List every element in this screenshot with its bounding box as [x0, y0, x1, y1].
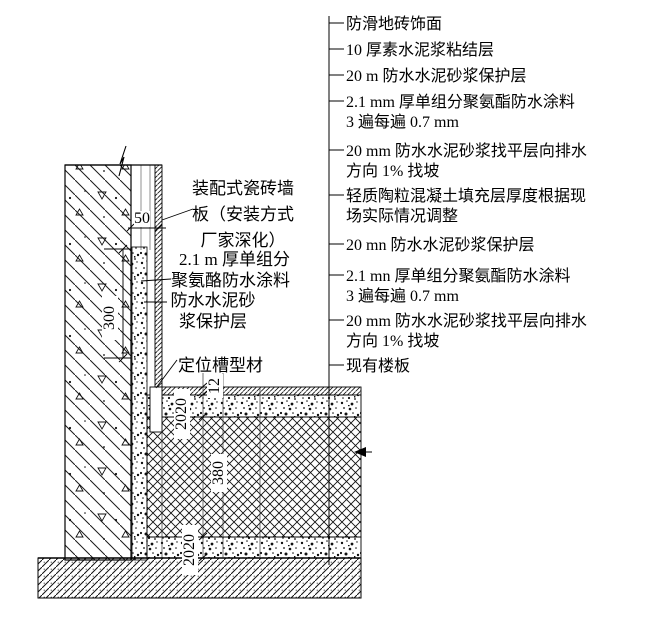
- callout-tile-wall-panel: 装配式瓷砖墙 板（安装方式 厂家深化）: [192, 179, 294, 250]
- dim-2020-top: 2020: [173, 389, 190, 439]
- callout-lightweight-fill: 轻质陶粒混凝土填充层厚度根据现 场实际情况调整: [346, 188, 587, 225]
- callout-bonding-layer: 10 厚素水泥浆粘结层: [346, 42, 495, 59]
- channel-profile: [149, 386, 163, 433]
- existing-slab: [37, 557, 362, 599]
- callout-waterproof-top: 2.1 mm 厚单组分聚氨酯防水涂料 3 遍每遍 0.7 mm: [346, 94, 575, 131]
- dim-380: 380: [210, 454, 227, 492]
- dim-2020-bottom: 2020: [181, 525, 198, 575]
- callout-floor-finish: 防滑地砖饰面: [346, 16, 443, 33]
- callout-wall-waterproof: 2.1 m 厚单组分 聚氨酪防水涂料: [171, 250, 290, 290]
- floor-layers: [146, 386, 362, 559]
- callout-waterproof-bottom: 2.1 mn 厚单组分聚氨酯防水涂料 3 遍每遍 0.7 mm: [346, 268, 571, 305]
- left-leader-lines: [140, 208, 194, 389]
- cavity-lines: [140, 165, 151, 250]
- callout-spine: [328, 16, 344, 565]
- callout-existing-slab: 现有楼板: [346, 358, 411, 375]
- section-arrow: [354, 447, 372, 457]
- dim-300-lines: [104, 244, 131, 363]
- floor-dim-ticks: [198, 382, 208, 562]
- callout-channel-profile: 定位槽型材: [178, 356, 263, 375]
- wall-top-break: [65, 145, 162, 177]
- dim-50-lines: [126, 223, 166, 232]
- callout-wall-protection: 防水水泥砂 浆保护层: [170, 291, 256, 331]
- callout-leveling-top: 20 mm 防水水泥砂浆找平层向排水 方向 1% 找坡: [346, 143, 587, 180]
- dim-12: 12: [206, 374, 223, 398]
- dim-50: 50: [134, 210, 150, 227]
- callout-leveling-bottom: 20 mm 防水水泥砂浆找平层向排水 方向 1% 找坡: [346, 313, 587, 350]
- callout-protection-bottom: 20 mn 防水水泥砂浆保护层: [346, 237, 535, 254]
- dim-300: 300: [101, 296, 118, 340]
- floor-tile-finish: [161, 386, 362, 396]
- callout-protection-top: 20 m 防水水泥砂浆保护层: [346, 68, 527, 85]
- wall-waterproof-strip: [131, 246, 148, 561]
- concrete-wall: [64, 164, 132, 561]
